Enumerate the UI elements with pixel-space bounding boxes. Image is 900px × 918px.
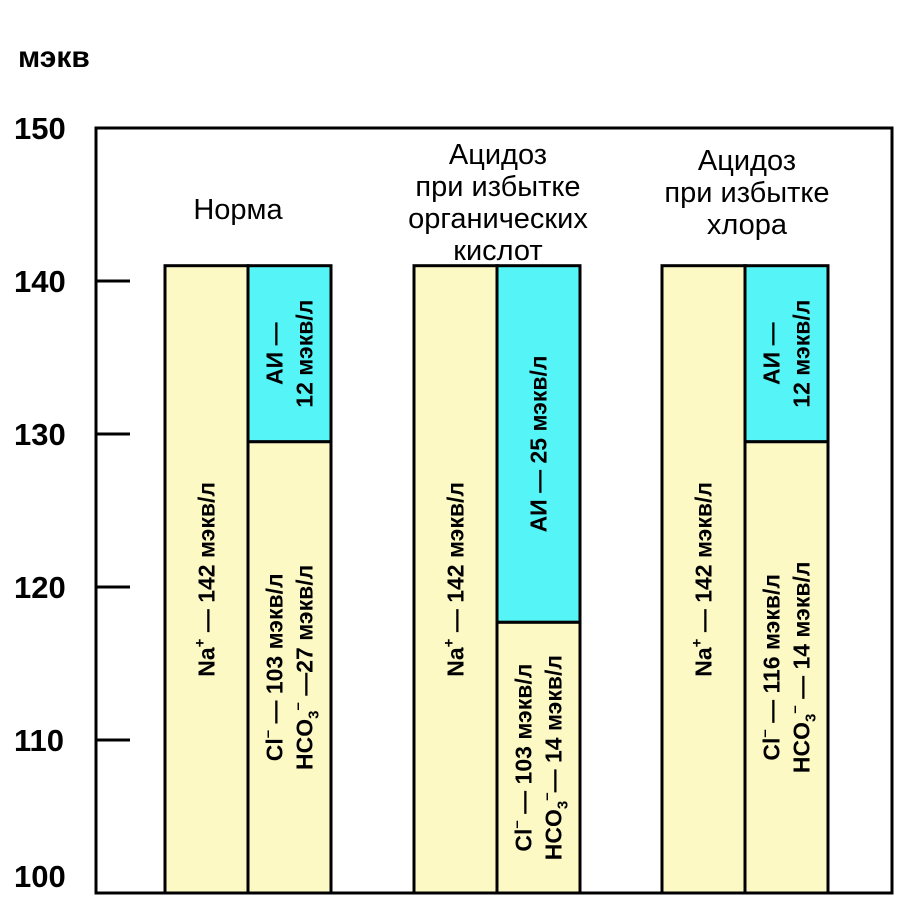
bar-segment-label: АИ — 25 мэкв/л — [526, 355, 552, 532]
y-tick-label: 110 — [14, 723, 64, 758]
group-title-line: Ацидоз — [449, 139, 547, 171]
segment-label-line: HCO3– — 14 мэкв/л — [787, 562, 820, 774]
group-title-line: при избытке — [415, 171, 580, 203]
group-title-line: при избытке — [664, 177, 829, 209]
bar-segment-label: Na+ — 142 мэкв/л — [689, 482, 717, 677]
group-title-line: Норма — [193, 194, 283, 226]
bar-segment — [412, 264, 499, 895]
segment-label-line: Cl– — 116 мэкв/л — [757, 574, 785, 761]
bar-segment-label: Na+ — 142 мэкв/л — [441, 482, 469, 677]
segment-label-line: АИ — 25 мэкв/л — [526, 355, 552, 532]
group-title-line: органических — [408, 203, 588, 235]
bar-segment — [163, 264, 250, 895]
y-tick-label: 150 — [14, 111, 66, 146]
segment-label-line: Cl– — 103 мэкв/л — [260, 573, 288, 761]
y-axis-label: мэкв — [18, 41, 90, 74]
bar-segment-label: АИ —12 мэкв/л — [262, 300, 318, 408]
segment-label-line: 12 мэкв/л — [292, 300, 318, 408]
bar-segment — [495, 620, 582, 895]
group-title-line: кислот — [453, 235, 542, 267]
segment-label-line: АИ — — [759, 322, 785, 385]
segment-label-line: HCO3–— 14 мэкв/л — [539, 655, 572, 860]
segment-label-line: Cl– — 103 мэкв/л — [509, 664, 537, 852]
bar-segment — [246, 440, 333, 895]
group-title-line: хлора — [707, 209, 788, 241]
segment-label-line: АИ — — [262, 322, 288, 385]
y-tick-label: 100 — [14, 859, 66, 894]
bar-segment-label: Na+ — 142 мэкв/л — [192, 482, 220, 677]
y-tick-label: 140 — [14, 264, 66, 299]
segment-label-line: Na+ — 142 мэкв/л — [192, 482, 220, 677]
bar-segment — [743, 440, 830, 895]
y-tick-label: 130 — [14, 417, 66, 452]
bar-segment — [660, 264, 747, 895]
bar-segment — [495, 264, 582, 624]
y-tick-label: 120 — [14, 570, 66, 605]
bar-segment-label: АИ —12 мэкв/л — [759, 300, 815, 408]
segment-label-line: HCO3– —27 мэкв/л — [290, 565, 323, 770]
bar-segment — [743, 264, 830, 444]
segment-label-line: Na+ — 142 мэкв/л — [689, 482, 717, 677]
segment-label-line: Na+ — 142 мэкв/л — [441, 482, 469, 677]
group-title-line: Ацидоз — [698, 145, 796, 177]
bar-segment — [246, 264, 333, 444]
segment-label-line: 12 мэкв/л — [789, 300, 815, 408]
